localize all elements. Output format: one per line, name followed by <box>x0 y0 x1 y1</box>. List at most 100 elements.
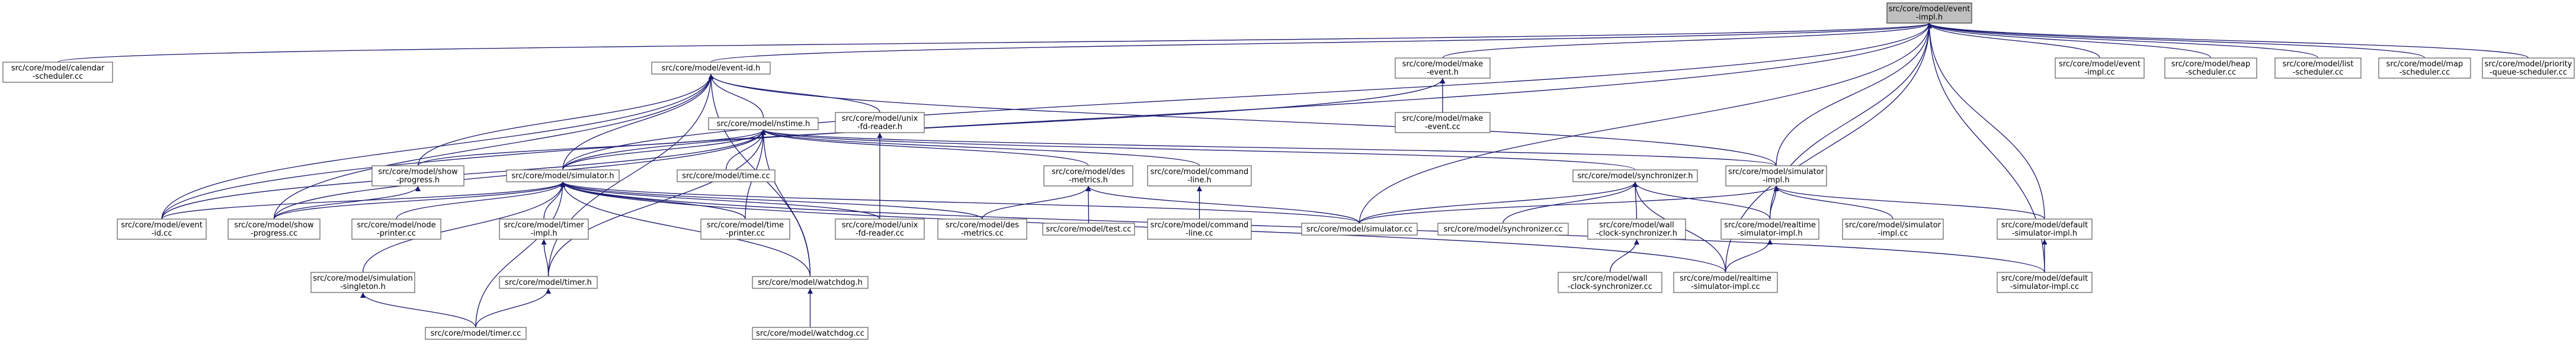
node-command-line-h[interactable]: src/core/model/command-line.h <box>1147 165 1252 187</box>
node-show-progress-h[interactable]: src/core/model/show-progress.h <box>371 165 464 187</box>
node-command-line-cc[interactable]: src/core/model/command-line.cc <box>1147 218 1252 240</box>
node-label-line: -metrics.cc <box>961 229 1004 238</box>
node-label-line: -impl.h <box>1763 176 1789 185</box>
node-timer-cc[interactable]: src/core/model/timer.cc <box>425 327 527 340</box>
node-time-printer-cc[interactable]: src/core/model/time-printer.cc <box>700 218 790 240</box>
node-show-progress-cc[interactable]: src/core/model/show-progress.cc <box>228 218 321 240</box>
node-label-line: -printer.cc <box>726 229 765 238</box>
node-label-line: src/core/model/simulation <box>313 274 413 283</box>
edge-simulator_cc-to-des_metrics_h <box>1085 185 1360 224</box>
node-box <box>1842 218 1944 240</box>
node-label-line: src/core/model/timer.h <box>505 278 592 287</box>
node-label-line: src/core/model/simulator <box>1728 168 1825 176</box>
edge-default_simulator_impl_h-to-simulator_impl_h <box>1773 185 2045 220</box>
node-label-line: src/core/model/timer <box>504 221 584 230</box>
node-label-line: src/core/model/heap <box>2171 60 2250 69</box>
node-wall-clock-synchronizer-h[interactable]: src/core/model/wall-clock-synchronizer.h <box>1587 218 1686 240</box>
node-label-line: -line.h <box>1187 176 1212 185</box>
edge-timer_h-to-timer_impl_h <box>541 239 549 277</box>
edge-event_id_cc-to-event_id_h <box>161 73 714 220</box>
node-simulator-impl-h[interactable]: src/core/model/simulator-impl.h <box>1725 165 1827 187</box>
node-realtime-simulator-impl-cc[interactable]: src/core/model/realtime-simulator-impl.c… <box>1673 272 1778 293</box>
node-box <box>1437 223 1569 236</box>
node-label-line: src/core/model/show <box>234 221 314 230</box>
node-box <box>835 218 925 240</box>
node-event-id-cc[interactable]: src/core/model/event-id.cc <box>117 218 207 240</box>
edge-timer_impl_h-to-simulator_h <box>543 181 566 220</box>
node-wall-clock-synchronizer-cc[interactable]: src/core/model/wall-clock-synchronizer.c… <box>1558 272 1662 293</box>
node-label-line: -metrics.h <box>1069 176 1108 185</box>
node-default-simulator-impl-cc[interactable]: src/core/model/default-simulator-impl.cc <box>1997 272 2093 293</box>
node-calendar-scheduler-cc[interactable]: src/core/model/calendar-scheduler.cc <box>2 62 113 83</box>
node-synchronizer-h[interactable]: src/core/model/synchronizer.h <box>1572 169 1698 182</box>
node-timer-impl-h[interactable]: src/core/model/timer-impl.h <box>499 218 589 240</box>
edge-simulator_h-to-event_id_h <box>562 73 714 171</box>
edge-test_cc-to-des_metrics_h <box>1085 185 1091 224</box>
node-test-cc[interactable]: src/core/model/test.cc <box>1042 223 1135 236</box>
node-simulator-impl-cc[interactable]: src/core/model/simulator-impl.cc <box>1842 218 1944 240</box>
node-unix-fd-reader-cc[interactable]: src/core/model/unix-fd-reader.cc <box>835 218 925 240</box>
node-box <box>1147 218 1252 240</box>
node-label-line: src/core/model/watchdog.h <box>758 278 863 287</box>
node-map-scheduler-cc[interactable]: src/core/model/map-scheduler.cc <box>2378 57 2471 79</box>
node-box <box>1147 165 1252 187</box>
node-box <box>708 117 819 130</box>
node-simulation-singleton-h[interactable]: src/core/model/simulation-singleton.h <box>310 272 415 293</box>
node-box <box>2482 57 2575 79</box>
node-simulator-h[interactable]: src/core/model/simulator.h <box>506 169 620 182</box>
node-des-metrics-cc[interactable]: src/core/model/des-metrics.cc <box>937 218 1027 240</box>
edge-default_simulator_impl_h-to-event_impl_h <box>1926 22 2045 220</box>
node-heap-scheduler-cc[interactable]: src/core/model/heap-scheduler.cc <box>2164 57 2257 79</box>
node-watchdog-h[interactable]: src/core/model/watchdog.h <box>752 276 869 289</box>
edge-command_line_h-to-nstime_h <box>761 129 1200 166</box>
node-event-impl-cc[interactable]: src/core/model/event-impl.cc <box>2055 57 2145 79</box>
node-simulator-cc[interactable]: src/core/model/simulator.cc <box>1301 223 1418 236</box>
node-label-line: src/core/model/command <box>1151 221 1249 230</box>
node-watchdog-cc[interactable]: src/core/model/watchdog.cc <box>752 327 869 340</box>
node-event-id-h[interactable]: src/core/model/event-id.h <box>651 62 771 75</box>
node-timer-h[interactable]: src/core/model/timer.h <box>499 276 598 289</box>
node-box <box>1673 272 1778 293</box>
edge-timer_cc-to-timer_h <box>475 288 552 328</box>
edge-synchronizer_cc-to-synchronizer_h <box>1502 181 1638 224</box>
edge-unix_fd_reader_cc-to-simulator_h <box>560 181 880 220</box>
node-nstime-h[interactable]: src/core/model/nstime.h <box>708 117 819 130</box>
edge-realtime_simulator_impl_h-to-synchronizer_h <box>1632 181 1771 220</box>
edge-make_event_h-to-event_impl_h <box>1442 22 1932 59</box>
node-time-cc[interactable]: src/core/model/time.cc <box>677 169 776 182</box>
node-make-event-h[interactable]: src/core/model/make-event.h <box>1395 57 1491 79</box>
node-label-line: -clock-synchronizer.h <box>1596 229 1677 238</box>
node-make-event-cc[interactable]: src/core/model/make-event.cc <box>1395 112 1491 133</box>
node-label-line: src/core/model/priority <box>2485 60 2572 69</box>
node-default-simulator-impl-h[interactable]: src/core/model/default-simulator-impl.h <box>1997 218 2093 240</box>
node-box <box>1725 165 1827 187</box>
node-synchronizer-cc[interactable]: src/core/model/synchronizer.cc <box>1437 223 1569 236</box>
node-label-line: src/core/model/synchronizer.h <box>1577 172 1693 181</box>
node-box <box>1395 112 1491 133</box>
node-node-printer-cc[interactable]: src/core/model/node-printer.cc <box>351 218 441 240</box>
node-list-scheduler-cc[interactable]: src/core/model/list-scheduler.cc <box>2274 57 2362 79</box>
node-box <box>1043 165 1133 187</box>
node-label-line: -fd-reader.cc <box>856 229 904 238</box>
edge-heap_scheduler_cc-to-event_impl_h <box>1927 22 2212 59</box>
edge-simulator_h-to-event_impl_h <box>562 22 1932 171</box>
node-label-line: src/core/model/node <box>357 221 435 230</box>
node-unix-fd-reader-h[interactable]: src/core/model/unix-fd-reader.h <box>835 112 925 133</box>
node-label-line: -scheduler.cc <box>2186 68 2237 77</box>
edge-synchronizer_h-to-nstime_h <box>761 129 1636 171</box>
node-realtime-simulator-impl-h[interactable]: src/core/model/realtime-simulator-impl.h <box>1720 218 1819 240</box>
edge-node_printer_cc-to-simulator_h <box>396 181 566 220</box>
node-box <box>937 218 1027 240</box>
node-label-line: -scheduler.cc <box>2399 68 2450 77</box>
edge-nstime_h-to-event_id_h <box>708 73 764 118</box>
node-priority-queue-scheduler-cc[interactable]: src/core/model/priority-queue-scheduler.… <box>2482 57 2575 79</box>
node-label-line: src/core/model/unix <box>842 114 918 123</box>
node-event-impl-h[interactable]: src/core/model/event-impl.h <box>1886 2 1972 24</box>
edge-realtime_simulator_impl_cc-to-realtime_simulator_impl_h <box>1725 239 1773 273</box>
node-label-line: -id.cc <box>152 229 172 238</box>
node-des-metrics-h[interactable]: src/core/model/des-metrics.h <box>1043 165 1133 187</box>
node-label-line: src/core/model/calendar <box>11 64 105 73</box>
node-label-line: -scheduler.cc <box>2293 68 2344 77</box>
edge-show_progress_cc-to-simulator_h <box>273 181 566 220</box>
